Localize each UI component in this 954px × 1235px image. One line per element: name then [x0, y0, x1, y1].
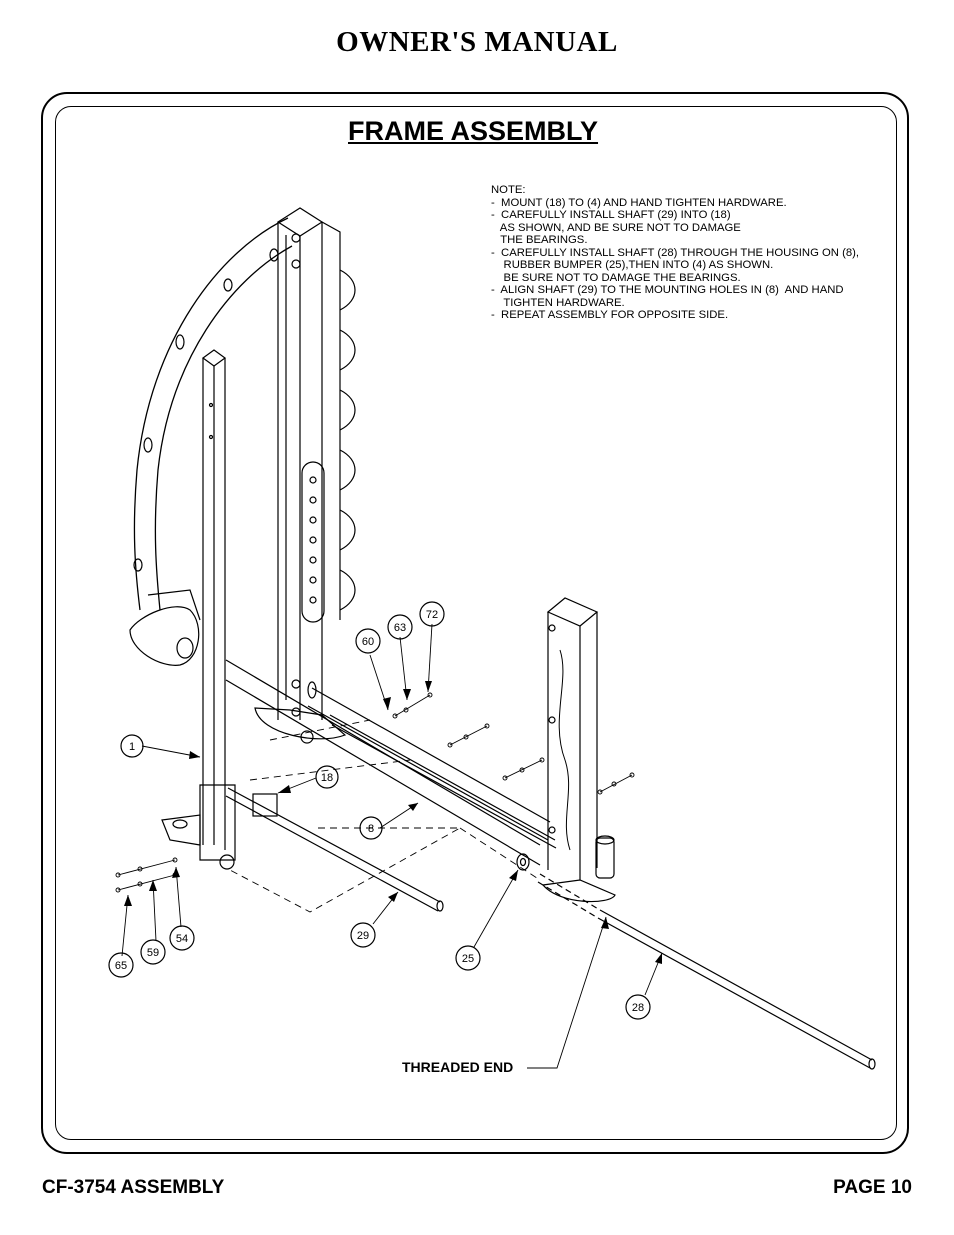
callout-59: 59: [140, 939, 166, 965]
note-line: - REPEAT ASSEMBLY FOR OPPOSITE SIDE.: [491, 309, 729, 321]
hardware-bolts: [115, 692, 635, 893]
callout-65: 65: [108, 952, 134, 978]
svg-text:72: 72: [426, 609, 438, 621]
front-left-upright: [199, 349, 236, 870]
rubber-bumper: [516, 853, 530, 871]
leader-arrowheads: [124, 681, 662, 964]
outer-frame: [41, 92, 909, 1154]
callout-72: 72: [419, 601, 445, 627]
svg-text:60: 60: [362, 636, 374, 648]
lower-bars: [225, 659, 557, 866]
note-line: TIGHTEN HARDWARE.: [491, 296, 625, 309]
callout-29: 29: [350, 922, 376, 948]
callout-28: 28: [625, 994, 651, 1020]
callout-1: 1: [120, 734, 144, 758]
svg-text:8: 8: [368, 823, 374, 835]
front-right-upright: [546, 597, 615, 880]
svg-text:63: 63: [394, 622, 406, 634]
section-title: FRAME ASSEMBLY: [348, 116, 599, 146]
manual-title: OWNER'S MANUAL: [336, 26, 618, 58]
threaded-end-label: THREADED END: [402, 1059, 514, 1075]
note-line: NOTE:: [491, 184, 526, 196]
svg-text:1: 1: [129, 741, 135, 753]
callout-54: 54: [169, 925, 195, 951]
shaft-29: [225, 787, 444, 912]
assembly-note: NOTE: - MOUNT (18) TO (4) AND HAND TIGHT…: [491, 184, 891, 322]
note-line: - ALIGN SHAFT (29) TO THE MOUNTING HOLES…: [491, 284, 844, 296]
base-plates: [161, 707, 616, 903]
note-line: RUBBER BUMPER (25),THEN INTO (4) AS SHOW…: [491, 259, 774, 271]
svg-text:54: 54: [176, 933, 188, 945]
note-line: - MOUNT (18) TO (4) AND HAND TIGHTEN HAR…: [491, 196, 787, 209]
note-line: - CAREFULLY INSTALL SHAFT (29) INTO (18): [491, 209, 731, 221]
rear-upright: [276, 207, 356, 720]
arc-frame: [129, 217, 293, 666]
svg-text:65: 65: [115, 960, 127, 972]
callout-8: 8: [359, 816, 383, 840]
svg-text:28: 28: [632, 1002, 644, 1014]
callout-63: 63: [387, 614, 413, 640]
callout-60: 60: [355, 628, 381, 654]
inner-frame: [55, 106, 897, 1140]
svg-text:29: 29: [357, 930, 369, 942]
callout-18: 18: [315, 765, 339, 789]
callout-25: 25: [455, 945, 481, 971]
shaft-28: [537, 873, 876, 1070]
note-line: AS SHOWN, AND BE SURE NOT TO DAMAGE: [491, 221, 741, 234]
footer-model: CF-3754 ASSEMBLY: [42, 1177, 225, 1198]
svg-text:25: 25: [462, 953, 474, 965]
footer-page-number: PAGE 10: [833, 1177, 912, 1198]
note-line: - CAREFULLY INSTALL SHAFT (28) THROUGH T…: [491, 246, 860, 259]
note-line: BE SURE NOT TO DAMAGE THE BEARINGS.: [491, 271, 741, 284]
note-line: THE BEARINGS.: [491, 234, 588, 246]
svg-text:18: 18: [321, 772, 333, 784]
alignment-lines: [229, 719, 541, 913]
svg-text:59: 59: [147, 947, 159, 959]
